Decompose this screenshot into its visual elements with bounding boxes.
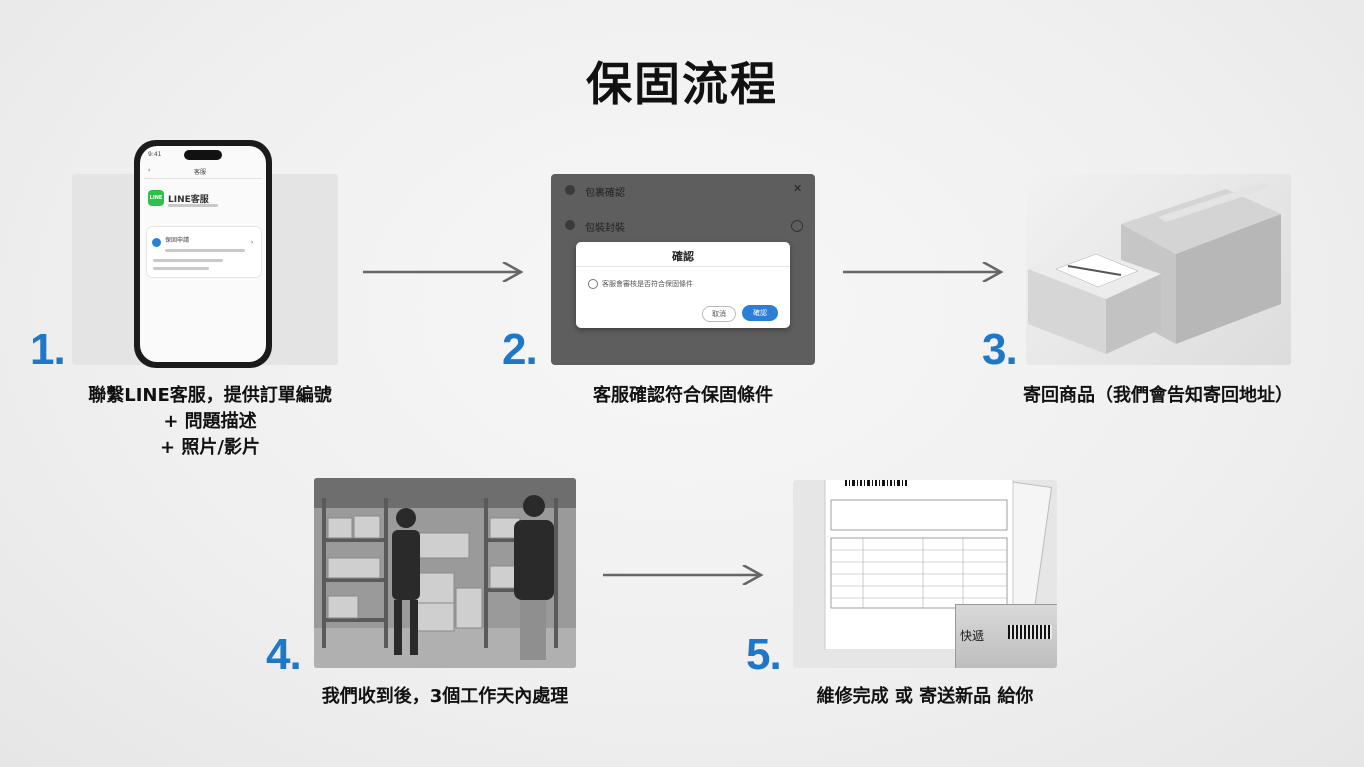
phone-header: ‹ 客服 xyxy=(144,166,262,179)
dialog-message: 客服會審核是否符合保固條件 xyxy=(602,280,693,288)
dialog-row-2: 包裝封裝 xyxy=(585,223,625,234)
step-3-caption: 寄回商品（我們會告知寄回地址） xyxy=(1023,385,1293,406)
barcode-icon xyxy=(1008,625,1052,639)
step-2-number: 2. xyxy=(502,325,538,374)
parcel-boxes-illustration xyxy=(1028,182,1281,354)
phone-notch xyxy=(184,150,222,160)
item-title: 保固申請 xyxy=(165,237,190,244)
phone-mockup: 9:41 ‹ 客服 LINE LINE客服 保固申請 › xyxy=(134,140,272,368)
step-1-caption: 聯繫LINE客服，提供訂單編號 + 問題描述 + 照片/影片 xyxy=(60,383,360,461)
step-3-image xyxy=(1026,174,1291,365)
step-2-caption: 客服確認符合保固條件 xyxy=(593,385,773,406)
arrow-right-icon xyxy=(843,262,1005,282)
step-5-image: 快遞 xyxy=(793,480,1057,668)
step-4-caption: 我們收到後，3個工作天內處理 xyxy=(321,686,569,707)
page-title: 保固流程 xyxy=(586,57,778,111)
shield-icon xyxy=(565,185,575,195)
confirm-button[interactable]: 確認 xyxy=(742,305,778,321)
item-line xyxy=(153,259,223,262)
info-icon xyxy=(588,279,598,289)
step-1-line: 聯繫LINE客服，提供訂單編號 xyxy=(88,385,332,406)
arrow-right-icon xyxy=(363,262,525,282)
dialog-title: 確認 xyxy=(672,250,694,263)
step-1-line: + 照片/影片 xyxy=(160,437,260,458)
item-line xyxy=(165,249,245,252)
dialog-row-1: 包裹確認 xyxy=(585,188,625,199)
dialog-divider xyxy=(576,266,790,267)
confirm-dialog: 確認 客服會審核是否符合保固條件 取消 確認 xyxy=(576,242,790,328)
chat-subtitle xyxy=(168,204,218,207)
step-1-line: + 問題描述 xyxy=(163,411,257,432)
close-icon[interactable]: ✕ xyxy=(793,182,803,195)
back-icon[interactable]: ‹ xyxy=(148,167,151,174)
step-4-image xyxy=(314,478,576,668)
chat-name: LINE客服 xyxy=(168,195,209,205)
parcel-box: 快遞 xyxy=(955,604,1057,668)
parcel-label: 快遞 xyxy=(960,629,985,643)
info-icon xyxy=(152,238,161,247)
cancel-button[interactable]: 取消 xyxy=(702,306,736,322)
box-icon xyxy=(565,220,575,230)
documents-illustration xyxy=(824,480,1053,650)
phone-screen: 9:41 ‹ 客服 LINE LINE客服 保固申請 › xyxy=(140,146,266,362)
step-5-caption: 維修完成 或 寄送新品 給你 xyxy=(816,686,1034,707)
warranty-item-card[interactable]: 保固申請 › xyxy=(146,226,262,278)
step-3-number: 3. xyxy=(982,325,1018,374)
chevron-right-icon: › xyxy=(251,239,254,246)
step-4-number: 4. xyxy=(266,630,302,679)
step-5-number: 5. xyxy=(746,630,782,679)
arrow-right-icon xyxy=(603,565,765,585)
step-1-number: 1. xyxy=(30,325,66,374)
item-line xyxy=(153,267,209,270)
line-app-icon: LINE xyxy=(148,190,164,206)
warehouse-photo xyxy=(314,478,576,668)
phone-header-title: 客服 xyxy=(194,169,207,176)
phone-time: 9:41 xyxy=(148,151,162,158)
help-icon xyxy=(791,220,803,232)
